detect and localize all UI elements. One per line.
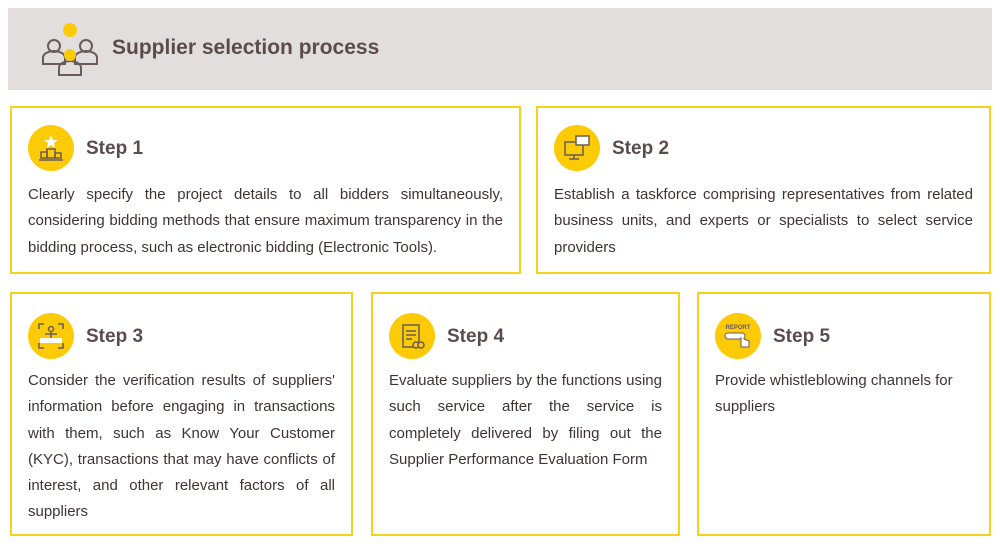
page-title: Supplier selection process [112, 36, 380, 59]
step-description: Provide whistleblowing channels for supp… [715, 372, 953, 416]
step-description: Consider the verification results of sup… [28, 372, 335, 521]
header-banner: Supplier selection process [8, 8, 992, 90]
step-card-3: Step 3 Consider the verification results… [10, 292, 353, 536]
people-group-icon [42, 23, 98, 76]
step-card-1: Step 1 Clearly specify the project detai… [10, 106, 521, 274]
step-card-4: Step 4 Evaluate suppliers by the functio… [371, 292, 680, 536]
svg-text:REPORT: REPORT [725, 325, 750, 331]
verification-scan-icon [28, 313, 74, 359]
step-card-5: REPORT Step 5 Provide whistleblowing cha… [697, 292, 991, 536]
step-description: Establish a taskforce comprising represe… [554, 186, 973, 256]
step-description: Clearly specify the project details to a… [28, 186, 503, 256]
step-card-2: Step 2 Establish a taskforce comprising … [536, 106, 991, 274]
step-label: Step 5 [773, 326, 831, 347]
evaluation-clipboard-icon [389, 313, 435, 359]
report-button-icon: REPORT [715, 313, 761, 359]
step-label: Step 3 [86, 326, 144, 347]
step-label: Step 2 [612, 138, 670, 159]
computer-chat-icon [554, 125, 600, 171]
step-label: Step 4 [447, 326, 505, 347]
step-description: Evaluate suppliers by the functions usin… [389, 372, 662, 468]
podium-star-icon [28, 125, 74, 171]
step-label: Step 1 [86, 138, 144, 159]
